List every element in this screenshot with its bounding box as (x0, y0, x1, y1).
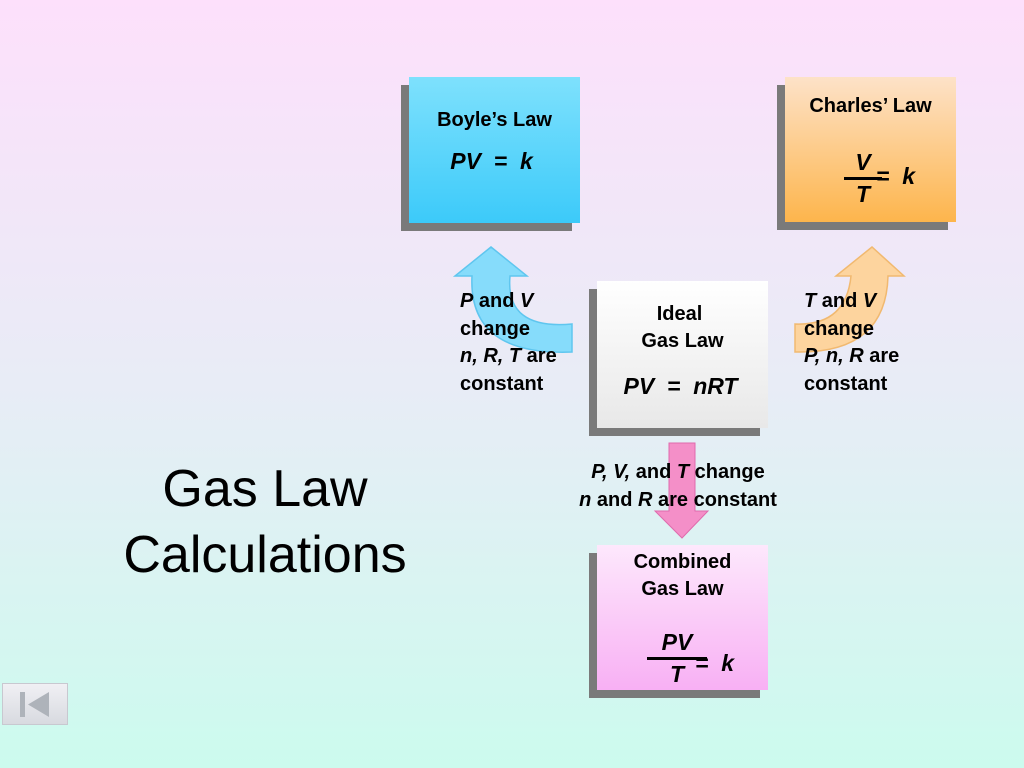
charles-box: Charles’ Law V T = k (785, 77, 956, 222)
constant-vars: P, n, R (804, 345, 864, 367)
change-text: change (804, 317, 875, 340)
changed-var: T (804, 290, 817, 312)
slide-title-line1: Gas Law (162, 460, 368, 518)
changed-var: T (676, 461, 690, 483)
boyle-arrow (452, 246, 573, 353)
and-text: and (473, 290, 521, 312)
ideal-formula: PV = nRT (623, 373, 738, 399)
and-text: and (591, 488, 638, 511)
constant-text: constant (460, 372, 544, 395)
combined-equals: = k (695, 650, 735, 676)
ideal-box: Ideal Gas Law PV = nRT (597, 281, 768, 428)
ideal-heading-line2: Gas Law (641, 330, 724, 352)
ideal-heading-line1: Ideal (656, 303, 703, 325)
constant-vars: n, R, T (460, 345, 522, 367)
and-text: and (816, 290, 863, 312)
back-to-start-icon (20, 692, 49, 717)
change-text: change (689, 461, 765, 483)
boyle-heading: Boyle’s Law (437, 109, 552, 131)
changed-var: P (460, 290, 474, 312)
charles-denominator: T (855, 181, 871, 207)
constant-var: R (637, 488, 653, 511)
changed-var: V (862, 290, 877, 312)
boyle-condition-note: P and V change n, R, T are constant (460, 288, 557, 398)
charles-condition-note: T and V change P, n, R are constant (804, 288, 899, 398)
combined-arrow (653, 442, 710, 539)
change-text: change (460, 317, 531, 340)
combined-condition-note: P, V, and T change n and R are constant (548, 459, 808, 514)
combined-denominator: T (669, 661, 685, 687)
boyle-formula: PV = k (450, 148, 533, 174)
are-constant-text: are constant (652, 488, 777, 511)
combined-heading-line2: Gas Law (641, 578, 724, 600)
and-text: and (630, 461, 677, 483)
changed-var: V (520, 290, 534, 312)
slide-title-line2: Calculations (123, 526, 407, 584)
fraction-bar (647, 657, 707, 660)
are-text: are (863, 345, 900, 367)
combined-heading-line1: Combined (633, 551, 732, 573)
fraction-bar (844, 177, 882, 180)
constant-text: constant (804, 372, 888, 395)
combined-fraction: PV T (647, 629, 707, 688)
slide-title: Gas Law Calculations (90, 456, 440, 588)
charles-numerator: V (855, 149, 871, 175)
charles-arrow (794, 246, 906, 353)
boyle-box: Boyle’s Law PV = k (409, 77, 580, 223)
are-text: are (521, 345, 557, 367)
charles-equals: = k (876, 163, 916, 189)
charles-fraction: V T (844, 149, 882, 208)
constant-var: n (579, 488, 592, 511)
charles-heading: Charles’ Law (809, 95, 932, 117)
back-to-start-button[interactable] (2, 683, 68, 725)
combined-numerator: PV (661, 629, 693, 655)
combined-box: Combined Gas Law PV T = k (597, 545, 768, 690)
changed-vars: P, V, (591, 461, 631, 483)
